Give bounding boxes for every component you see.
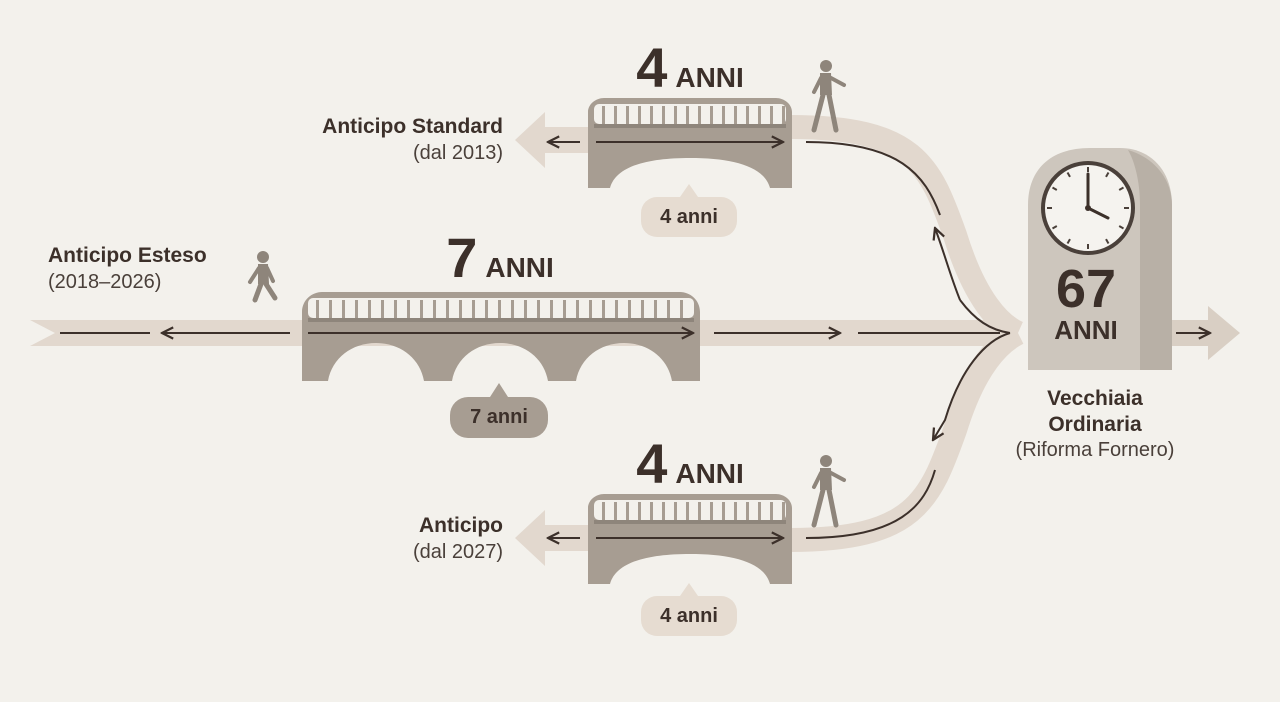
standard-path-label: Anticipo Standard (dal 2013) bbox=[200, 115, 503, 165]
standard-path-title: Anticipo Standard bbox=[322, 115, 503, 138]
esteso-path-title: Anticipo Esteso bbox=[48, 244, 207, 267]
milestone-subtitle: (Riforma Fornero) bbox=[1015, 439, 1175, 462]
retirement-age-number: 67 bbox=[1055, 259, 1117, 319]
anticipo-path-label: Anticipo (dal 2027) bbox=[300, 514, 503, 564]
esteso-path-label: Anticipo Esteso (2018–2026) bbox=[48, 244, 207, 294]
badge-middle bbox=[450, 383, 548, 438]
road-network bbox=[30, 112, 1240, 566]
top-left-road bbox=[515, 112, 592, 168]
bridge-icon bbox=[302, 98, 792, 584]
anticipo-path-title: Anticipo bbox=[419, 514, 503, 537]
walker-standard bbox=[811, 60, 846, 133]
walking-person-icon bbox=[248, 60, 846, 528]
top-curve-road bbox=[789, 115, 1024, 344]
milestone-title-line1: Vecchiaia bbox=[1047, 387, 1143, 410]
standard-path-period: (dal 2013) bbox=[412, 142, 503, 164]
anticipo-path-period: (dal 2027) bbox=[412, 541, 503, 563]
clock-tower bbox=[1028, 148, 1172, 370]
esteso-years-number: 7 bbox=[446, 226, 478, 289]
standard-years-number: 4 bbox=[636, 36, 668, 99]
badges bbox=[450, 184, 737, 636]
arrow-icon bbox=[60, 142, 1210, 538]
anticipo-badge-text: 4 anni bbox=[660, 605, 718, 627]
anticipo-years-number: 4 bbox=[636, 432, 668, 495]
retirement-age-label: 67 ANNI bbox=[1028, 262, 1144, 345]
esteso-badge-text: 7 anni bbox=[470, 406, 528, 428]
standard-years-word: ANNI bbox=[675, 62, 744, 93]
anticipo-years-word: ANNI bbox=[675, 458, 744, 489]
walker-esteso bbox=[248, 251, 278, 303]
retirement-age-word: ANNI bbox=[1054, 315, 1118, 345]
esteso-years-word: ANNI bbox=[485, 252, 554, 283]
badge-bottom bbox=[641, 583, 737, 636]
clock-icon bbox=[1041, 161, 1135, 255]
standard-badge-text: 4 anni bbox=[660, 206, 718, 228]
esteso-path-period: (2018–2026) bbox=[48, 271, 162, 293]
badge-top bbox=[641, 184, 737, 237]
milestone-label: Vecchiaia Ordinaria (Riforma Fornero) bbox=[980, 386, 1210, 463]
milestone-title-line2: Ordinaria bbox=[1048, 412, 1142, 436]
walker-anticipo bbox=[811, 455, 846, 528]
